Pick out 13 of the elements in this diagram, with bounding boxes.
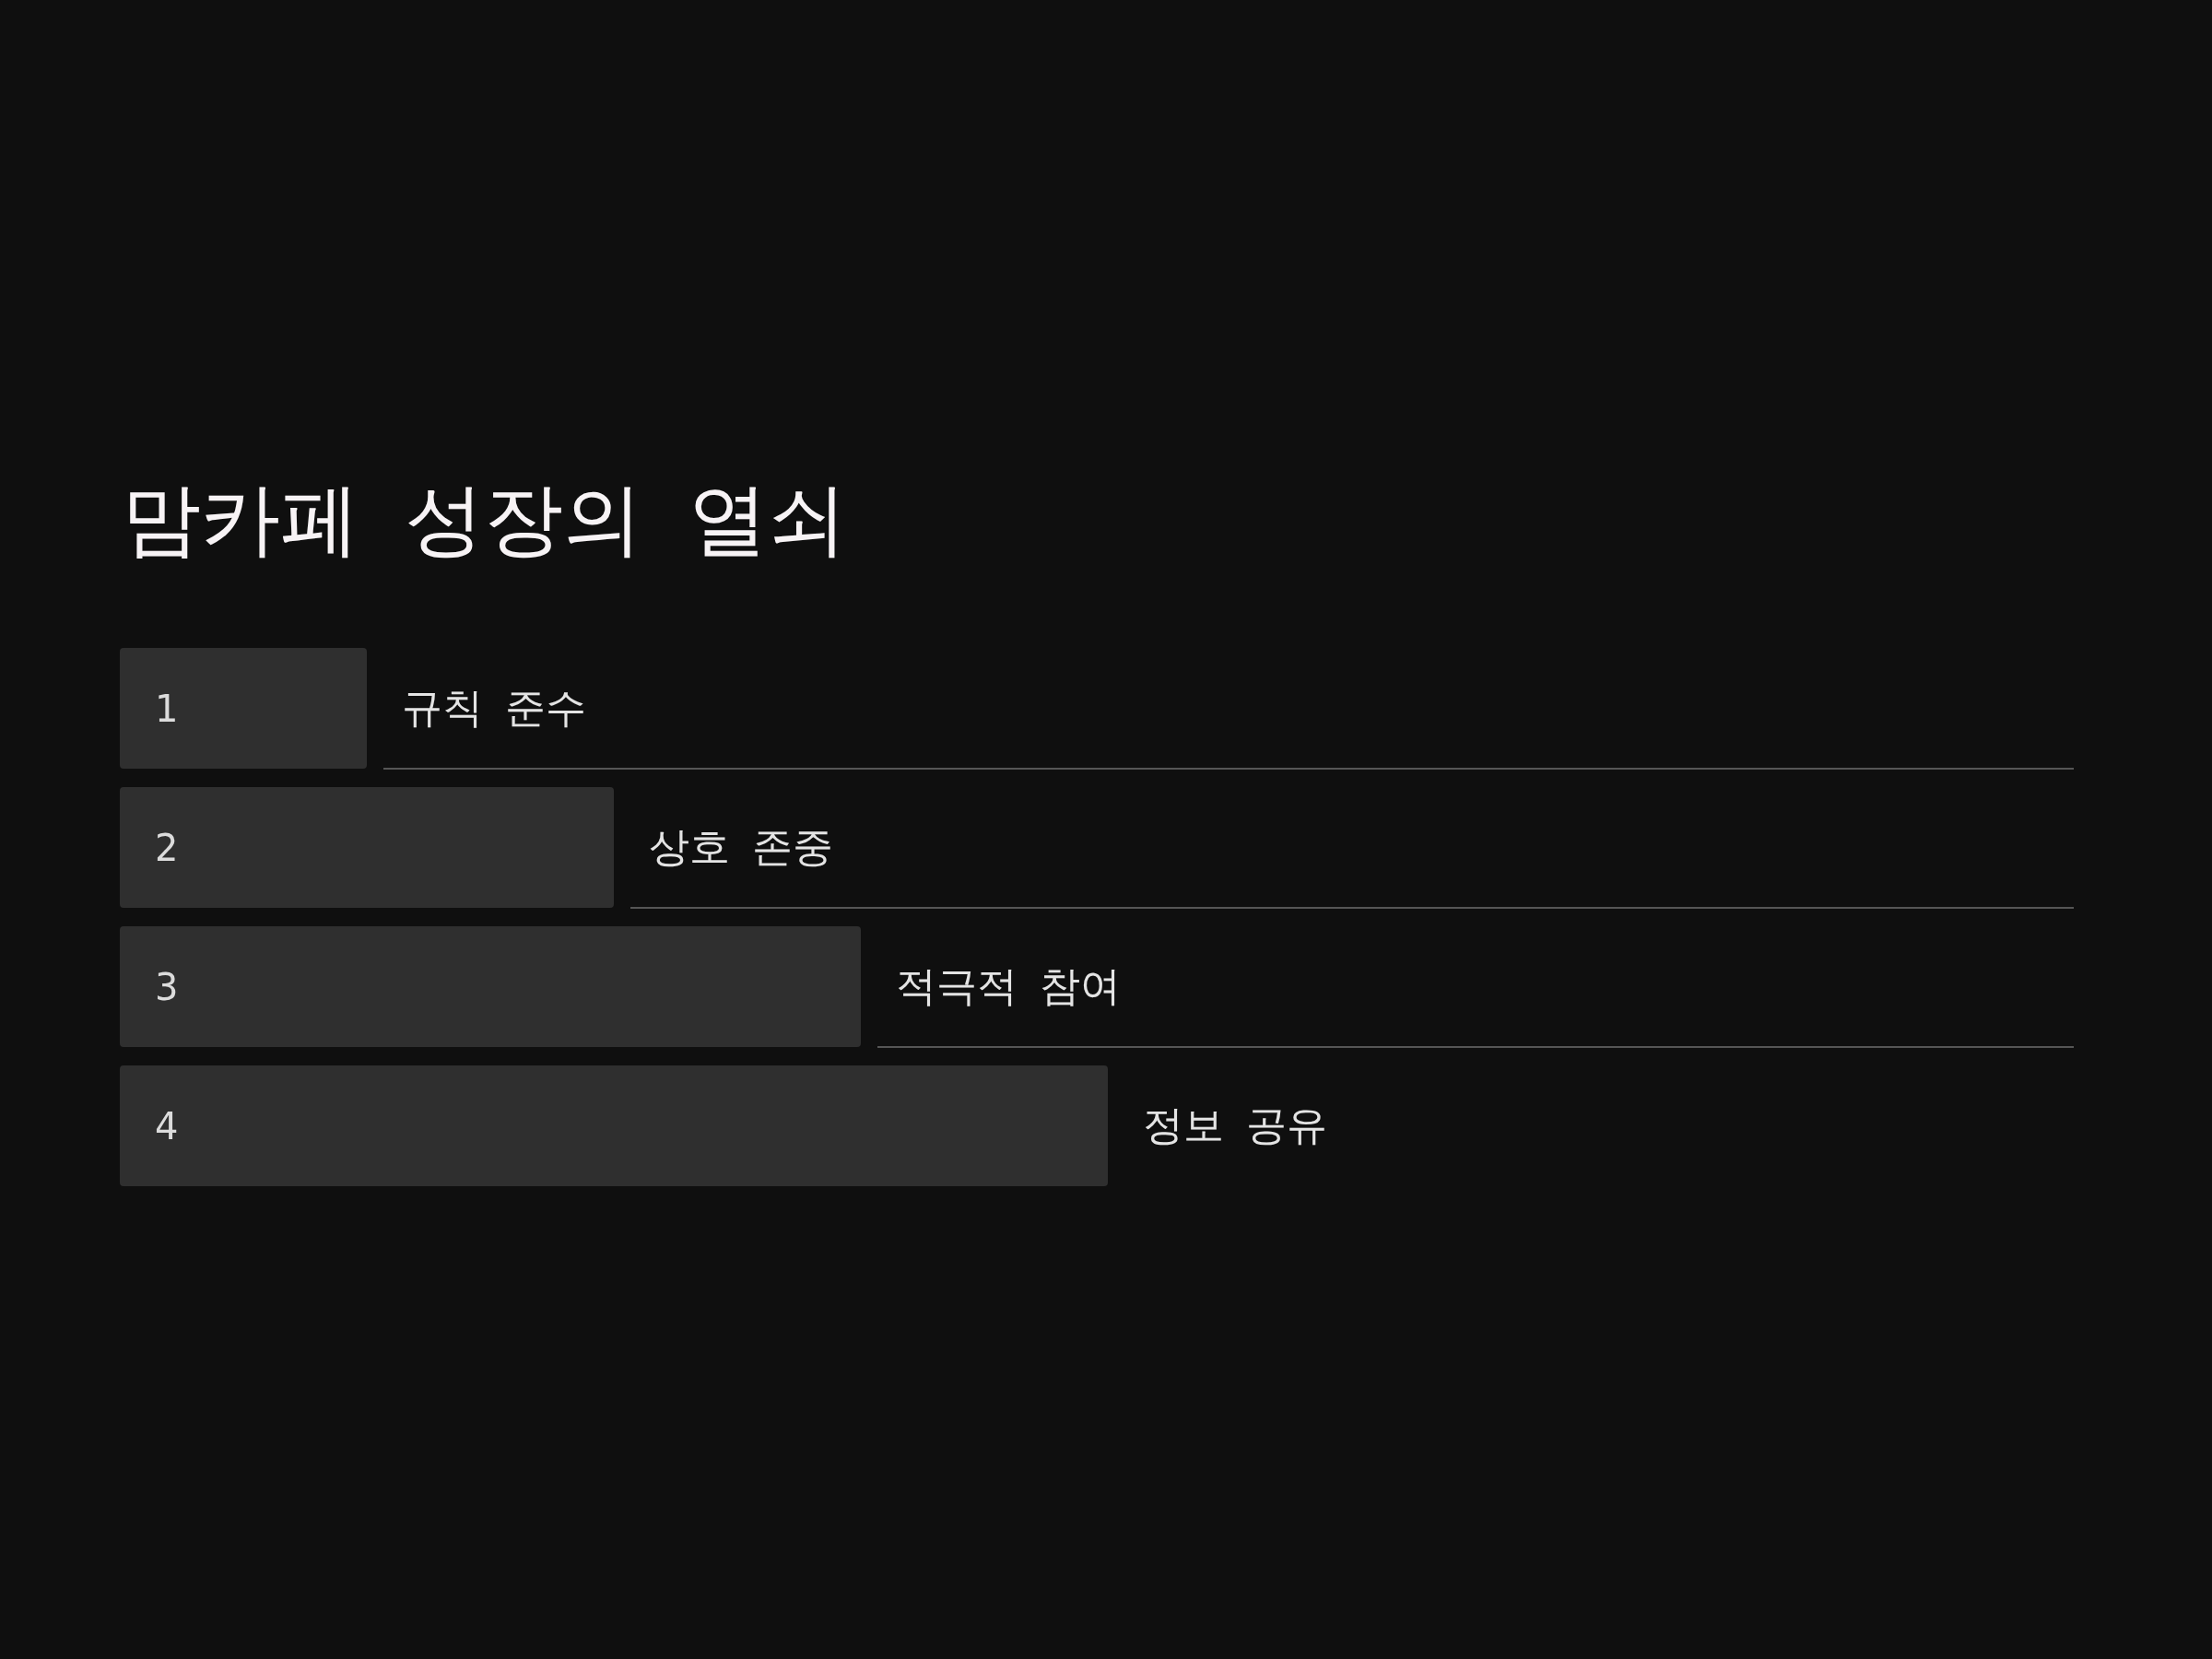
step-label: 정보 공유 (1143, 1101, 1327, 1150)
step-bar (120, 1065, 1108, 1186)
step-number: 4 (155, 1103, 179, 1148)
step-label: 규칙 준수 (402, 684, 586, 733)
step-number: 2 (155, 825, 179, 870)
step-number: 1 (155, 686, 179, 731)
title: 맘카페 성장의 열쇠 (122, 476, 847, 563)
step-bar (120, 648, 367, 769)
step-bar (120, 787, 614, 908)
step-bar (120, 926, 861, 1047)
step-number: 3 (155, 964, 179, 1009)
step-label: 상호 존중 (649, 823, 833, 872)
step-label: 적극적 참여 (896, 962, 1121, 1011)
